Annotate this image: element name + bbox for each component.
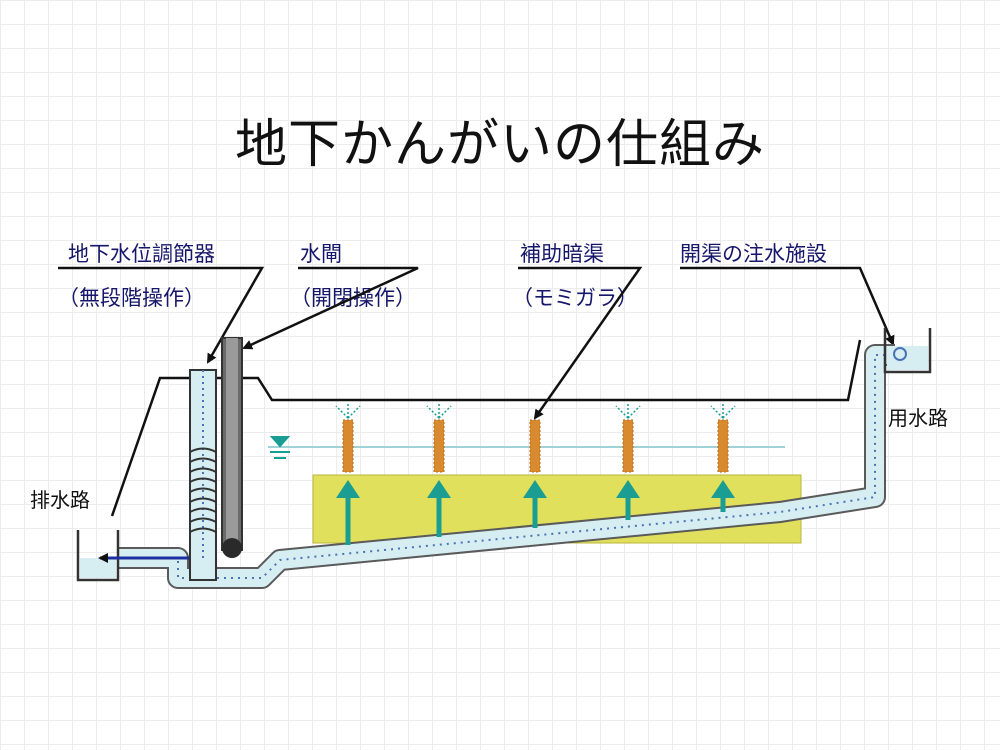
leader-intake xyxy=(680,266,895,346)
water-level-icon xyxy=(269,436,291,459)
aux-drain-4 xyxy=(615,404,641,520)
page-title: 地下かんがいの仕組み xyxy=(234,115,765,175)
label-supply-canal: 用水路 xyxy=(888,406,948,430)
label-intake: 開渠の注水施設 xyxy=(680,242,827,266)
label-gate: 水閘 xyxy=(300,242,342,266)
supply-canal-box xyxy=(883,328,932,374)
leader-aux-drain xyxy=(518,266,643,420)
intake-valve xyxy=(893,347,907,361)
field-surface-line xyxy=(110,339,862,517)
water-gate xyxy=(221,337,243,558)
main-pipe-flow xyxy=(118,354,895,579)
gate-valve xyxy=(222,538,242,558)
aux-drain-1 xyxy=(335,404,361,545)
aux-drain-3 xyxy=(523,419,547,528)
regulator-spring xyxy=(189,447,217,533)
aux-drain-group xyxy=(335,404,736,545)
leader-lines xyxy=(58,266,895,420)
label-aux-drain: 補助暗渠 xyxy=(520,242,604,266)
label-drain-canal: 排水路 xyxy=(30,488,90,512)
label-regulator: 地下水位調節器 xyxy=(68,242,215,266)
aux-drain-2 xyxy=(426,404,452,537)
label-regulator-note: （無段階操作） xyxy=(58,286,205,310)
water-level-regulator xyxy=(189,369,217,581)
leader-gate xyxy=(242,266,419,350)
leader-regulator xyxy=(58,266,265,364)
label-aux-drain-note: （モミガラ） xyxy=(512,286,638,310)
supply-canal-water xyxy=(887,346,928,370)
drain-canal-water xyxy=(80,558,116,578)
drain-canal-box xyxy=(76,530,120,582)
aux-drain-5 xyxy=(710,404,736,512)
